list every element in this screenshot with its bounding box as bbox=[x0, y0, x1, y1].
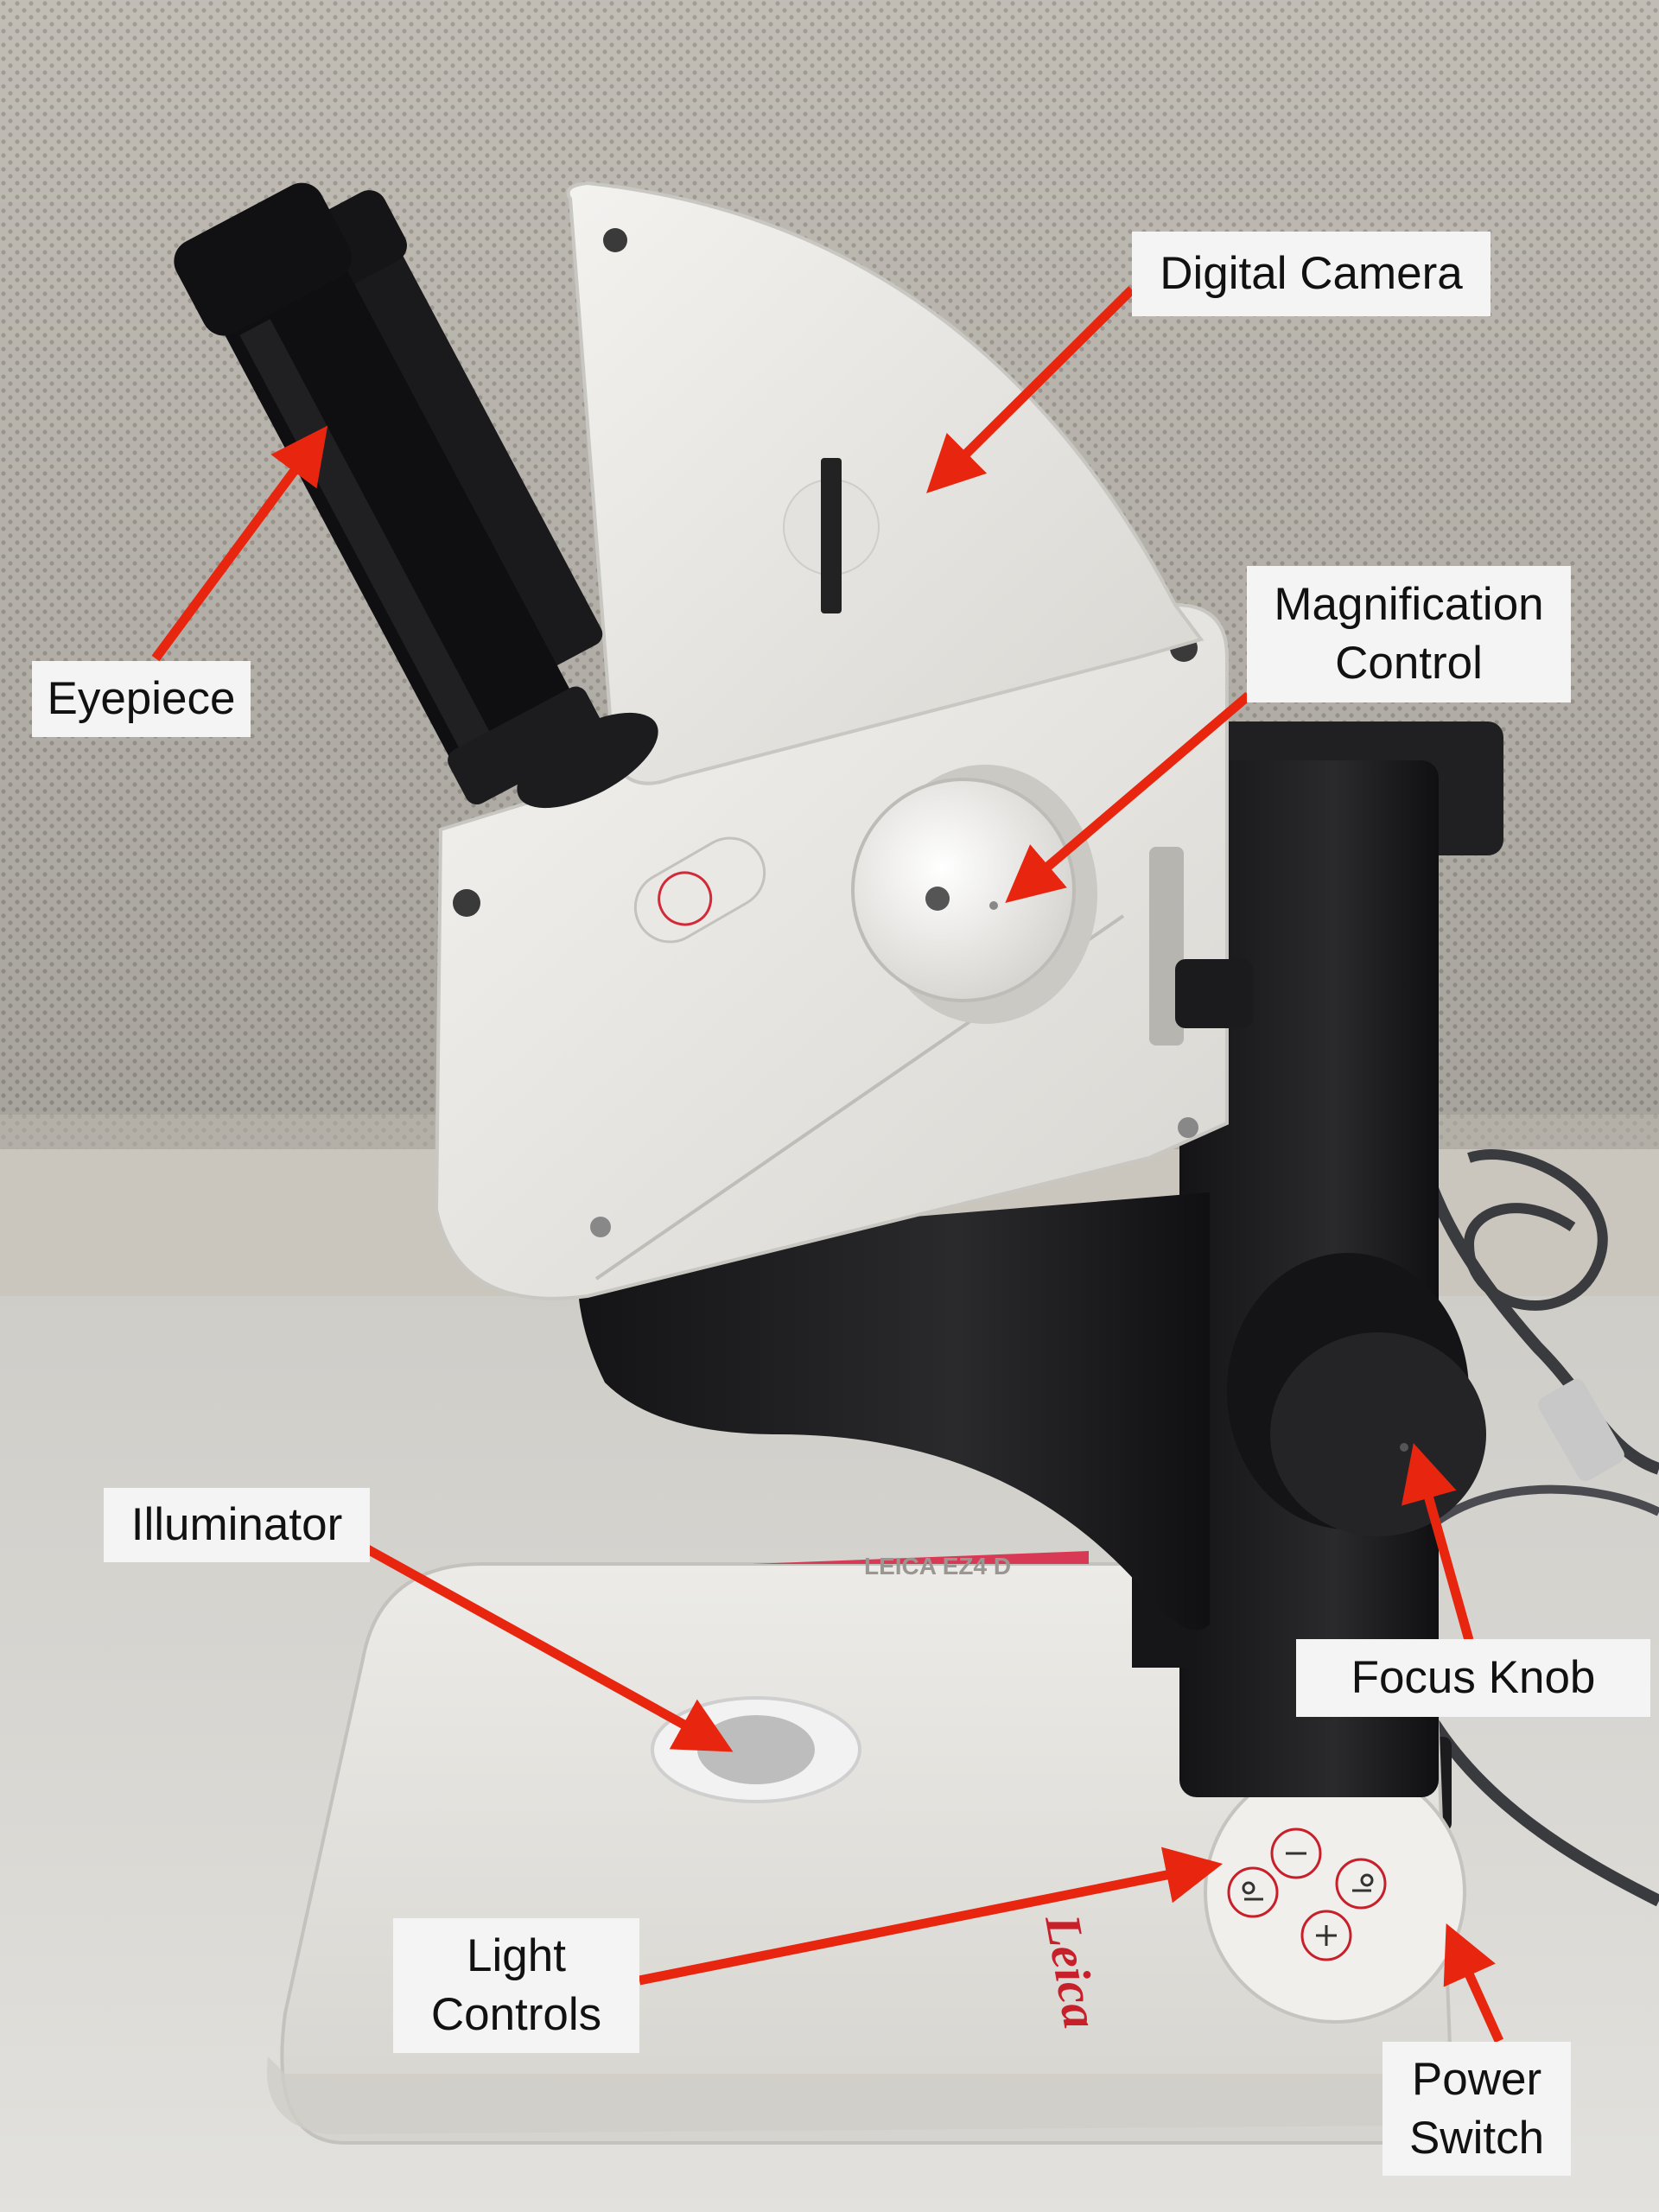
magnification-knob bbox=[851, 765, 1097, 1024]
usb-plug bbox=[1538, 1379, 1624, 1481]
light-control-pad bbox=[1204, 1761, 1466, 2024]
microscope-arm bbox=[577, 1192, 1210, 1630]
base-red-stripe bbox=[752, 1551, 1089, 1564]
light-down-icon bbox=[1227, 1866, 1279, 1918]
eyepiece-collar bbox=[517, 712, 658, 809]
arrow-focus-knob bbox=[1401, 1443, 1474, 1642]
plus-icon bbox=[1300, 1910, 1352, 1961]
head-screw-4 bbox=[1178, 1117, 1198, 1138]
capture-button bbox=[633, 836, 766, 944]
label-power-switch: Power Switch bbox=[1382, 2042, 1571, 2176]
model-marking: LEICA EZ4 D bbox=[864, 1553, 1011, 1580]
arrow-digital-camera bbox=[926, 286, 1135, 493]
head-screw-3 bbox=[590, 1217, 611, 1237]
table-cable bbox=[1414, 1484, 1659, 1541]
label-illuminator: Illuminator bbox=[104, 1488, 370, 1562]
label-eyepiece: Eyepiece bbox=[32, 661, 251, 737]
arrow-power-switch bbox=[1443, 1923, 1504, 2044]
label-focus-knob: Focus Knob bbox=[1296, 1639, 1650, 1717]
sd-card-slot bbox=[821, 458, 842, 613]
usb-connector bbox=[1175, 959, 1253, 1028]
label-magnification-control: Magnification Control bbox=[1247, 566, 1571, 702]
light-up-icon bbox=[1335, 1858, 1387, 1910]
label-light-controls: Light Controls bbox=[393, 1918, 639, 2053]
head-screw-1 bbox=[453, 889, 480, 917]
arrow-eyepiece bbox=[151, 425, 328, 662]
arrow-magnification-control bbox=[1005, 691, 1252, 903]
arrow-light-controls bbox=[638, 1847, 1224, 1986]
camera-housing bbox=[566, 181, 1205, 785]
minus-icon bbox=[1270, 1827, 1322, 1879]
label-digital-camera: Digital Camera bbox=[1132, 232, 1491, 316]
camera-screw bbox=[603, 228, 627, 252]
illuminator-window bbox=[651, 1696, 861, 1803]
arrow-illuminator bbox=[360, 1542, 734, 1752]
cable-loop bbox=[1463, 1149, 1608, 1311]
power-cable bbox=[1411, 1690, 1659, 1907]
base-bottom-edge bbox=[266, 2056, 1452, 2134]
